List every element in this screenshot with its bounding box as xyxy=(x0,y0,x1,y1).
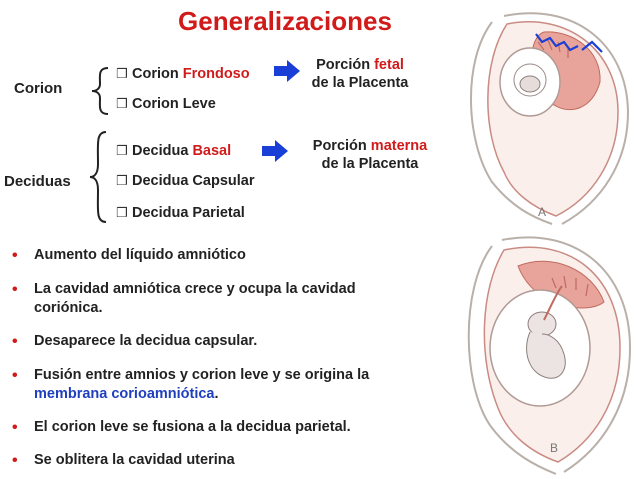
decidua-item-basal: ❒Decidua Basal xyxy=(116,143,232,159)
arrow-right-icon xyxy=(262,140,288,162)
portion-materna: Porción materna de la Placenta xyxy=(312,138,428,172)
deciduas-label: Deciduas xyxy=(4,173,71,190)
slide-title: Generalizaciones xyxy=(178,6,392,36)
deciduas-brace xyxy=(89,131,107,223)
decidua-item-parietal: ❒Decidua Parietal xyxy=(116,205,245,221)
bullet-item: • La cavidad amniótica crece y ocupa la … xyxy=(12,281,356,316)
bullet-item: • Fusión entre amnios y corion leve y se… xyxy=(12,367,370,402)
corion-item-leve: ❒Corion Leve xyxy=(116,96,216,112)
decidua-item-capsular: ❒Decidua Capsular xyxy=(116,173,255,189)
corion-label: Corion xyxy=(14,80,63,97)
checkbox-icon: ❒ xyxy=(116,66,128,81)
checkbox-icon: ❒ xyxy=(116,173,128,188)
portion-fetal: Porción fetal de la Placenta xyxy=(311,57,409,91)
figure-a-uterus: A xyxy=(470,12,630,225)
checkbox-icon: ❒ xyxy=(116,143,128,158)
checkbox-icon: ❒ xyxy=(116,205,128,220)
figure-b-label: B xyxy=(550,441,558,455)
checkbox-icon: ❒ xyxy=(116,96,128,111)
figure-b-uterus: B xyxy=(467,236,632,475)
corion-item-frondoso: ❒Corion Frondoso xyxy=(116,66,250,82)
arrow-right-icon xyxy=(274,60,300,82)
corion-brace xyxy=(91,67,109,115)
figure-a-label: A xyxy=(538,205,546,219)
